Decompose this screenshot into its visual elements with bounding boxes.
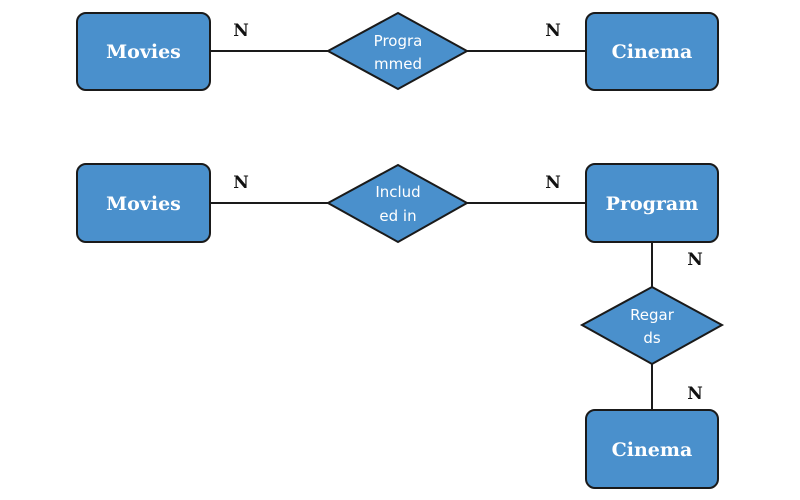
entity-movies-bottom[interactable] <box>76 163 211 243</box>
relationship-included-in-label-line1: Includ <box>375 183 420 201</box>
entity-program-label: Program <box>606 193 699 215</box>
entity-cinema-bottom-label: Cinema <box>612 439 693 461</box>
relationship-programmed-label-line1: Progra <box>374 32 423 50</box>
entity-movies-bottom-label: Movies <box>106 193 181 215</box>
cardinality-bottom-left: N <box>233 173 249 193</box>
cardinality-program-regards: N <box>687 250 703 270</box>
relationship-programmed[interactable] <box>325 11 470 91</box>
entity-cinema-bottom[interactable] <box>585 409 719 489</box>
relationship-regards-label-line2: ds <box>643 329 661 347</box>
relationship-regards-label-line1: Regar <box>630 306 675 324</box>
relationship-regards[interactable] <box>579 285 725 366</box>
cardinality-bottom-right: N <box>545 173 561 193</box>
entity-movies-top-label: Movies <box>106 41 181 63</box>
entity-cinema-top[interactable] <box>585 12 719 91</box>
cardinality-top-right: N <box>545 21 561 41</box>
entity-cinema-top-label: Cinema <box>612 41 693 63</box>
relationship-included-in-label-line2: ed in <box>379 207 416 225</box>
relationship-programmed-label-line2: mmed <box>374 55 422 73</box>
cardinality-regards-cinema: N <box>687 384 703 404</box>
relationship-included-in[interactable] <box>325 163 470 244</box>
cardinality-top-left: N <box>233 21 249 41</box>
entity-movies-top[interactable] <box>76 12 211 91</box>
entity-program[interactable] <box>585 163 719 243</box>
